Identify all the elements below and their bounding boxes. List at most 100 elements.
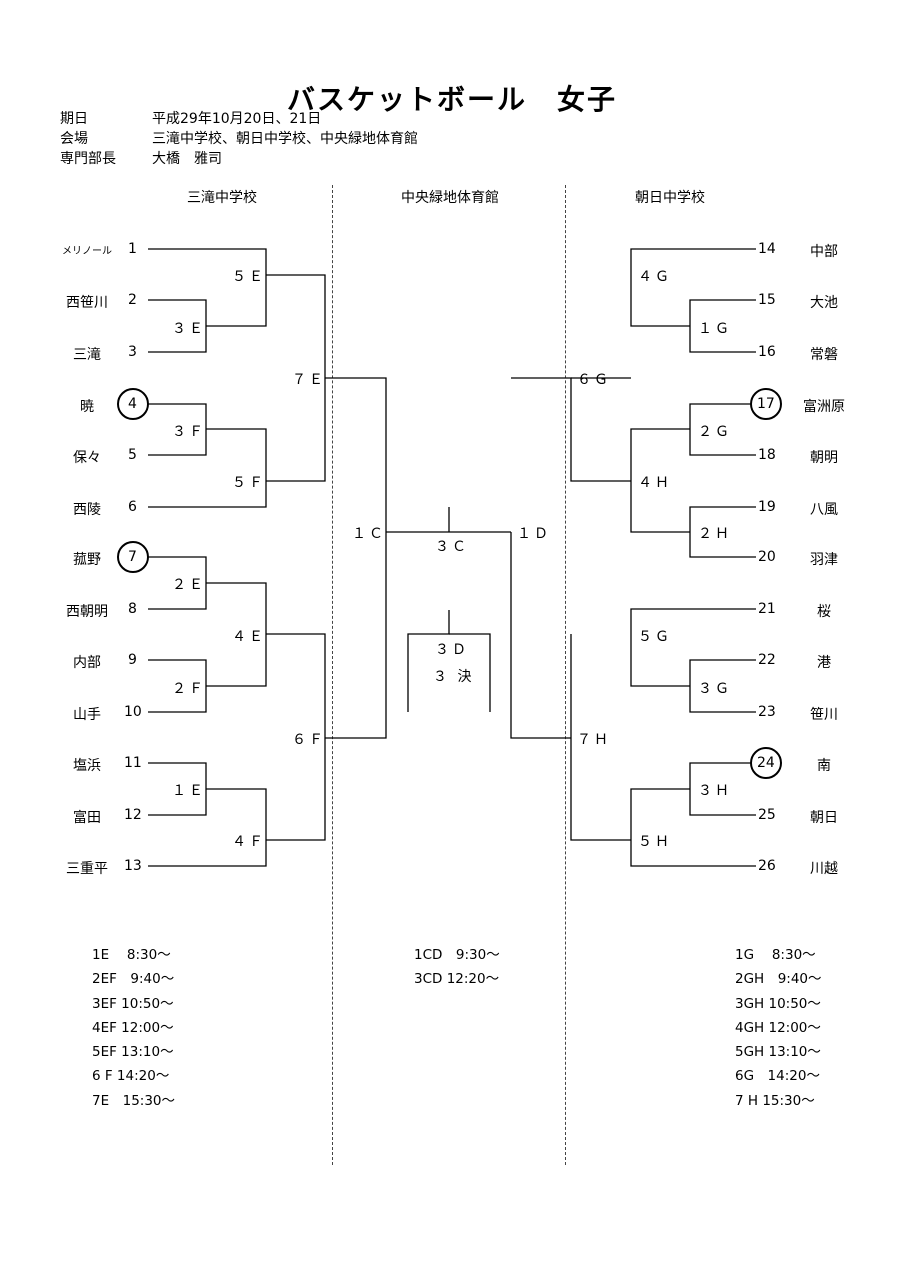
team-name: 内部	[73, 655, 101, 671]
schedule-item: 1CD 9:30～	[414, 947, 500, 963]
info-value: 三滝中学校、朝日中学校、中央緑地体育館	[152, 131, 418, 147]
bracket-line	[325, 377, 387, 739]
match-label: ５Ｇ	[638, 629, 672, 645]
seed-number: 22	[758, 652, 776, 668]
info-label: 専門部長	[60, 151, 116, 167]
seed-number: 14	[758, 241, 776, 257]
team-name: 暁	[80, 399, 94, 415]
venue-divider-left	[332, 185, 333, 1165]
bracket-line	[266, 633, 326, 841]
team-name: 三滝	[73, 347, 101, 363]
seed-number: 13	[124, 858, 142, 874]
bracket-line	[630, 428, 690, 533]
bracket-line	[148, 428, 267, 508]
team-name: 菰野	[73, 552, 101, 568]
schedule-item: 3CD 12:20～	[414, 971, 500, 988]
match-label: ７Ｈ	[577, 732, 611, 748]
bracket-line	[689, 659, 756, 713]
schedule-left: 1E 8:30～ 2EF 9:40～ 3EF 10:50～ 4EF 12:00～…	[92, 943, 175, 1113]
circle-marker	[117, 388, 149, 420]
seed-number: 15	[758, 292, 776, 308]
team-name: 山手	[73, 707, 101, 723]
team-name: 大池	[810, 295, 838, 311]
seed-number: 10	[124, 704, 142, 720]
match-label: ２Ｆ	[172, 681, 206, 697]
schedule-item: 4EF 12:00～	[92, 1019, 174, 1036]
team-name: 富田	[73, 810, 101, 826]
match-label: ７Ｅ	[292, 372, 326, 388]
bracket-line	[630, 248, 756, 327]
seed-number: 12	[124, 807, 142, 823]
bracket-line	[630, 788, 756, 867]
schedule-item: 7 H 15:30～	[735, 1092, 815, 1109]
bracket-line	[510, 532, 571, 739]
seed-number: 23	[758, 704, 776, 720]
info-row-venue: 会場三滝中学校、朝日中学校、中央緑地体育館	[60, 130, 418, 148]
seed-number: 24	[757, 755, 775, 771]
venue-center: 中央緑地体育館	[401, 190, 499, 206]
match-label: ４Ｅ	[232, 629, 266, 645]
match-label: ３Ｈ	[698, 783, 732, 799]
bracket-line	[570, 634, 631, 841]
bracket-line	[148, 788, 267, 867]
team-name: 常磐	[810, 347, 838, 363]
schedule-item: 2EF 9:40～	[92, 971, 175, 988]
seed-number: 6	[128, 499, 137, 515]
seed-number: 20	[758, 549, 776, 565]
circle-marker	[750, 388, 782, 420]
match-label: ４Ｇ	[638, 269, 672, 285]
seed-number: 25	[758, 807, 776, 823]
team-name: 桜	[817, 604, 831, 620]
schedule-item: 1E 8:30～	[92, 947, 171, 963]
team-name: 朝明	[810, 450, 838, 466]
team-name: 塩浜	[73, 758, 101, 774]
match-label: ２Ｅ	[172, 577, 206, 593]
team-name: 保々	[73, 450, 101, 466]
seed-number: 26	[758, 858, 776, 874]
team-name: メリノール	[62, 246, 112, 257]
match-label: ３Ｅ	[172, 321, 206, 337]
seed-number: 11	[124, 755, 142, 771]
match-label: ２Ｈ	[698, 526, 732, 542]
seed-number: 21	[758, 601, 776, 617]
bracket-line	[148, 299, 207, 353]
seed-number: 2	[128, 292, 137, 308]
team-name: 羽津	[810, 552, 838, 568]
team-name: 西笹川	[66, 295, 108, 311]
team-name: 八風	[810, 502, 838, 518]
schedule-item: 2GH 9:40～	[735, 971, 822, 988]
schedule-item: 1G 8:30～	[735, 947, 816, 963]
match-label: ５Ｈ	[638, 834, 672, 850]
match-label: ４Ｈ	[638, 475, 672, 491]
bracket-line	[511, 377, 631, 482]
team-name: 港	[817, 655, 831, 671]
team-name: 川越	[810, 861, 838, 877]
venue-divider-right	[565, 185, 566, 1165]
match-label: ６Ｆ	[292, 732, 326, 748]
venue-right: 朝日中学校	[635, 190, 705, 206]
seed-number: 16	[758, 344, 776, 360]
seed-number: 9	[128, 652, 137, 668]
seed-number: 5	[128, 447, 137, 463]
circle-marker	[750, 747, 782, 779]
bracket-line	[407, 610, 450, 712]
team-name: 中部	[810, 244, 838, 260]
match-label: １Ｅ	[172, 783, 206, 799]
match-label: ３Ｄ	[435, 642, 469, 658]
venue-left: 三滝中学校	[187, 190, 257, 206]
match-label: ４Ｆ	[232, 834, 266, 850]
circle-marker	[117, 541, 149, 573]
match-label: ５Ｅ	[232, 269, 266, 285]
bracket-line	[148, 659, 207, 713]
match-label: １Ｄ	[517, 526, 551, 542]
team-name: 三重平	[66, 861, 108, 877]
schedule-item: 4GH 12:00～	[735, 1019, 821, 1036]
seed-number: 18	[758, 447, 776, 463]
team-name: 南	[817, 758, 831, 774]
seed-number: 8	[128, 601, 137, 617]
seed-number: 3	[128, 344, 137, 360]
team-name: 西陵	[73, 502, 101, 518]
match-label: ６Ｇ	[577, 372, 611, 388]
match-label: ３ 決	[433, 669, 475, 685]
bracket-line	[148, 248, 267, 327]
